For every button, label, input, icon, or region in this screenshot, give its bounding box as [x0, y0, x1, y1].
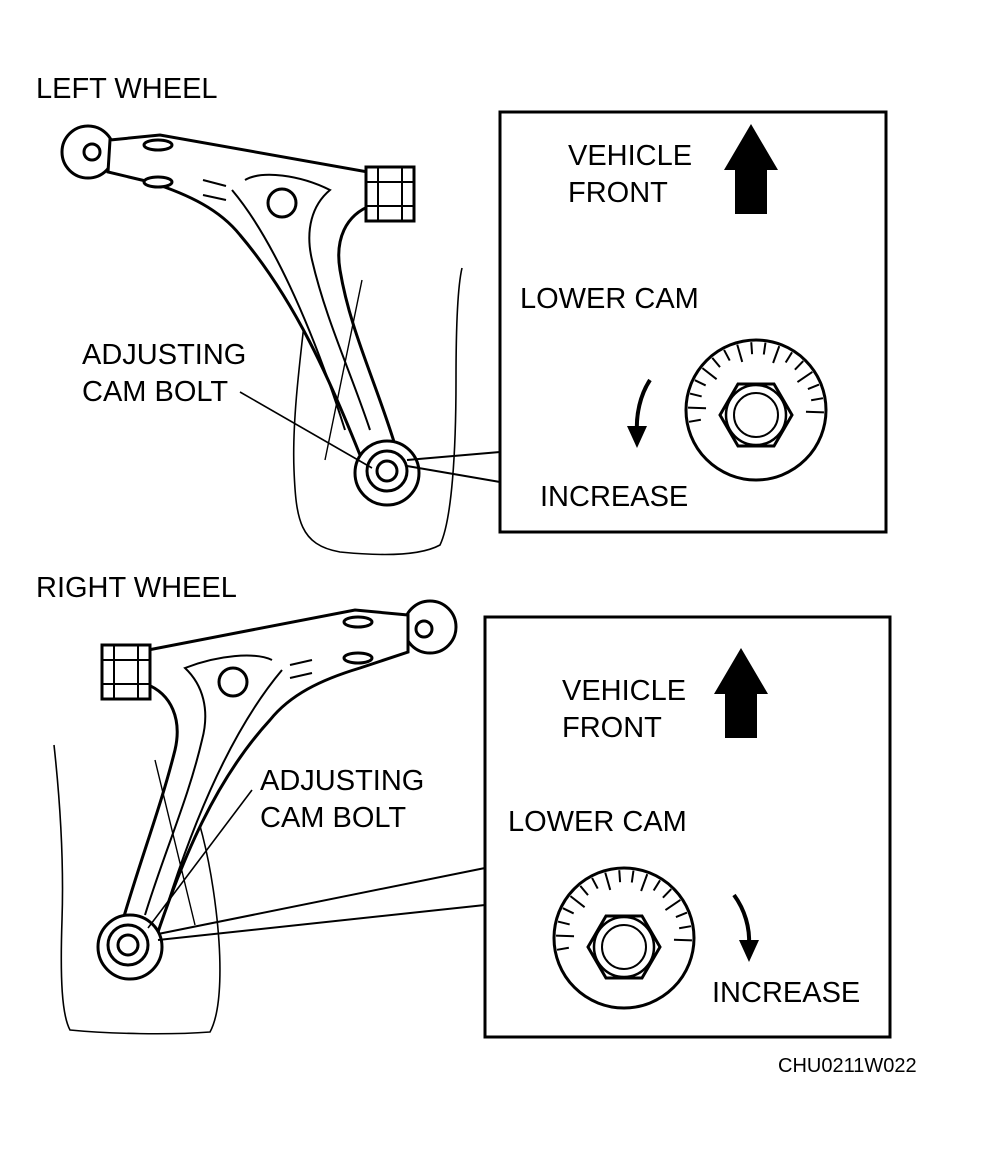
cam-scale-tick: [652, 879, 661, 892]
cam-scale-tick: [604, 872, 612, 891]
cam-scale-tick: [556, 946, 570, 951]
cam-scale-tick: [579, 885, 589, 896]
right-knuckle-outline: [53, 744, 221, 1035]
left-vehicle-label: VEHICLE: [568, 140, 692, 172]
cam-scale-tick: [557, 920, 570, 926]
cam-scale-tick: [678, 925, 692, 930]
right-lower-control-arm: [96, 599, 458, 981]
left-front-label: FRONT: [568, 177, 668, 209]
left-cam-disc: [684, 338, 828, 482]
left-rotation-arrow-icon: [627, 378, 652, 448]
cam-scale-tick: [711, 357, 721, 368]
left-zoom-line-bottom: [406, 465, 501, 483]
left-callout-line2: CAM BOLT: [82, 376, 228, 408]
cam-scale-tick: [807, 383, 820, 390]
cam-scale-tick: [630, 870, 635, 883]
left-vehicle-front-arrow-icon: [724, 124, 778, 214]
cam-scale-tick: [556, 934, 575, 938]
cam-scale-tick: [762, 342, 767, 355]
cam-scale-tick: [688, 406, 707, 410]
right-lower-cam-label: LOWER CAM: [508, 806, 687, 838]
right-callout-line2: CAM BOLT: [260, 802, 406, 834]
cam-scale-tick: [805, 410, 824, 414]
cam-scale-tick: [810, 397, 824, 402]
left-wheel-section: LEFT WHEEL: [36, 73, 888, 556]
left-lower-cam-label: LOWER CAM: [520, 283, 699, 315]
left-wheel-heading: LEFT WHEEL: [36, 73, 218, 105]
left-knuckle-outline: [292, 267, 463, 556]
left-cam-scale: [688, 342, 824, 423]
right-front-label: FRONT: [562, 712, 662, 744]
right-detail-box: VEHICLE FRONT LOWER CAM INCREASE: [483, 615, 892, 1039]
cam-scale-tick: [689, 392, 702, 398]
cam-scale-tick: [750, 342, 754, 355]
cam-scale-tick: [673, 938, 692, 942]
right-cam-disc: [552, 866, 696, 1010]
right-vehicle-front-arrow-icon: [714, 648, 768, 738]
right-wheel-section: RIGHT WHEEL: [36, 572, 892, 1039]
cam-scale-tick: [736, 344, 744, 363]
right-zoom-line-bottom: [157, 904, 486, 941]
left-callout-line1: ADJUSTING: [82, 339, 246, 371]
right-increase-label: INCREASE: [712, 977, 860, 1009]
left-detail-box: VEHICLE FRONT LOWER CAM INCREASE: [498, 110, 888, 534]
cam-scale-tick: [701, 367, 718, 381]
cam-scale-tick: [688, 418, 702, 423]
cam-scale-tick: [694, 379, 707, 387]
right-callout-leader: [147, 789, 253, 929]
right-zoom-line-top: [157, 867, 486, 935]
cam-scale-tick: [618, 870, 622, 883]
figure-code: CHU0211W022: [778, 1055, 917, 1077]
cam-scale-tick: [640, 873, 649, 892]
right-callout-line1: ADJUSTING: [260, 765, 424, 797]
right-rotation-arrow-icon: [732, 893, 759, 962]
right-cam-scale: [556, 870, 692, 951]
left-lower-control-arm: [60, 124, 421, 507]
cam-scale-tick: [772, 345, 781, 364]
right-vehicle-label: VEHICLE: [562, 675, 686, 707]
left-zoom-line-top: [406, 451, 501, 461]
cam-scale-tick: [569, 895, 586, 909]
left-increase-label: INCREASE: [540, 481, 688, 513]
cam-scale-tick: [784, 351, 793, 364]
cam-scale-tick: [662, 888, 672, 899]
left-knuckle-line: [324, 279, 363, 461]
cam-scale-tick: [675, 911, 688, 918]
cam-scale-tick: [796, 371, 813, 383]
cam-scale-tick: [562, 907, 575, 915]
cam-scale-tick: [723, 349, 731, 362]
cam-scale-tick: [664, 899, 681, 911]
right-knuckle-line: [154, 759, 196, 926]
cam-scale-tick: [794, 360, 804, 371]
left-callout-leader: [239, 391, 373, 469]
right-wheel-heading: RIGHT WHEEL: [36, 572, 237, 604]
cam-scale-tick: [591, 877, 599, 890]
